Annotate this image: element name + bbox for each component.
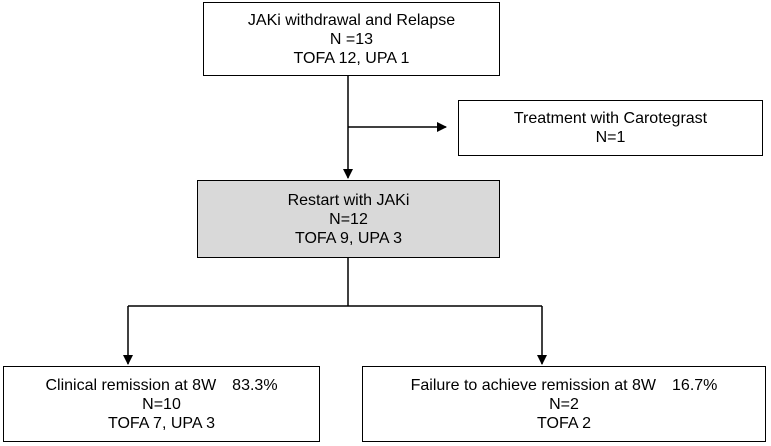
withdrawal-breakdown: TOFA 12, UPA 1	[293, 49, 410, 67]
withdrawal-count: N =13	[329, 30, 374, 48]
carotegrast-count: N=1	[595, 129, 626, 146]
remission-failure-box: Failure to achieve remission at 8W 16.7%…	[362, 366, 766, 442]
remission-title-row: Clinical remission at 8W 83.3%	[45, 376, 277, 395]
remission-title: Clinical remission at 8W	[45, 376, 217, 394]
withdrawal-title: JAKi withdrawal and Relapse	[247, 11, 456, 29]
withdrawal-relapse-box: JAKi withdrawal and Relapse N =13 TOFA 1…	[203, 2, 500, 76]
carotegrast-treatment-box: Treatment with Carotegrast N=1	[458, 100, 763, 156]
restart-count: N=12	[329, 210, 368, 228]
carotegrast-title: Treatment with Carotegrast	[513, 110, 708, 127]
remission-breakdown: TOFA 7, UPA 3	[107, 414, 215, 432]
remission-percent: 83.3%	[232, 376, 278, 394]
failure-breakdown: TOFA 2	[537, 414, 591, 432]
failure-title: Failure to achieve remission at 8W	[410, 376, 657, 394]
failure-count: N=2	[549, 395, 579, 413]
failure-percent: 16.7%	[672, 376, 718, 394]
remission-count: N=10	[142, 395, 181, 413]
restart-breakdown: TOFA 9, UPA 3	[294, 229, 402, 247]
clinical-remission-box: Clinical remission at 8W 83.3% N=10 TOFA…	[3, 366, 320, 442]
restart-title: Restart with JAKi	[287, 191, 410, 209]
restart-jaki-box: Restart with JAKi N=12 TOFA 9, UPA 3	[197, 180, 500, 258]
failure-title-row: Failure to achieve remission at 8W 16.7%	[411, 376, 718, 395]
